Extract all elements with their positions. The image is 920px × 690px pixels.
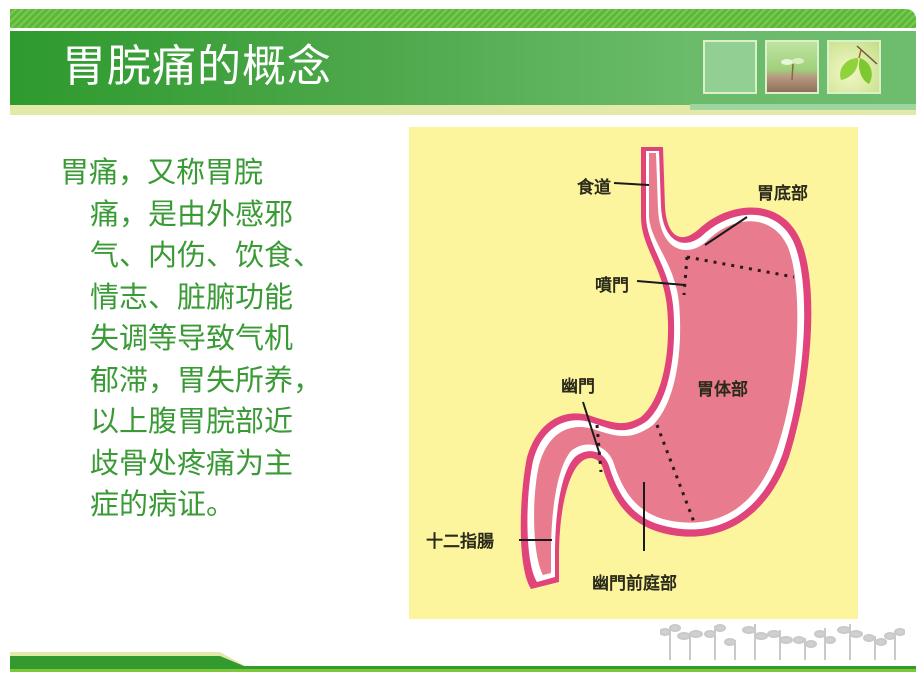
sprout-photo-icon xyxy=(765,40,819,94)
text-line: 症的病证。 xyxy=(90,487,236,521)
text-line: 郁滞，胃失所养， xyxy=(90,362,323,397)
label-pylorus: 幽門 xyxy=(561,377,595,397)
text-line: 情志、脏腑功能 xyxy=(90,279,294,314)
text-line: 失调等导致气机 xyxy=(90,321,294,355)
header-thumbnails xyxy=(703,40,881,94)
label-fundus: 胃底部 xyxy=(757,184,808,204)
text-line: 以上腹胃脘部近 xyxy=(90,404,294,438)
text-line: 气、内伤、饮食、 xyxy=(90,238,323,272)
page-title: 胃脘痛的概念 xyxy=(62,41,332,92)
text-line: 胃痛，又称胃脘 xyxy=(60,155,264,189)
blank-tile-icon xyxy=(703,40,757,94)
stomach-illustration-icon xyxy=(519,147,812,589)
label-duodenum: 十二指腸 xyxy=(426,532,494,552)
plant-silhouettes-icon xyxy=(660,624,905,660)
text-line: 痛，是由外感邪 xyxy=(90,196,294,231)
label-stomach-body: 胃体部 xyxy=(697,380,748,400)
leaf-photo-icon xyxy=(827,40,881,94)
title-underline-decoration xyxy=(10,105,916,115)
definition-text: 胃痛，又称胃脘 痛，是由外感邪 气、内伤、饮食、 情志、脏腑功能 失调等导致气机… xyxy=(60,152,400,526)
label-antrum: 幽門前庭部 xyxy=(592,574,677,594)
label-cardia: 噴門 xyxy=(595,276,629,296)
bottom-band-decoration xyxy=(10,652,916,672)
stomach-anatomy-diagram: 食道 胃底部 噴門 幽門 胃体部 十二指腸 幽門前庭部 xyxy=(409,127,858,619)
label-esophagus: 食道 xyxy=(577,178,611,198)
text-line: 歧骨处疼痛为主 xyxy=(90,445,294,480)
top-stripe-decoration xyxy=(10,9,916,28)
title-underline-accent xyxy=(690,104,916,110)
